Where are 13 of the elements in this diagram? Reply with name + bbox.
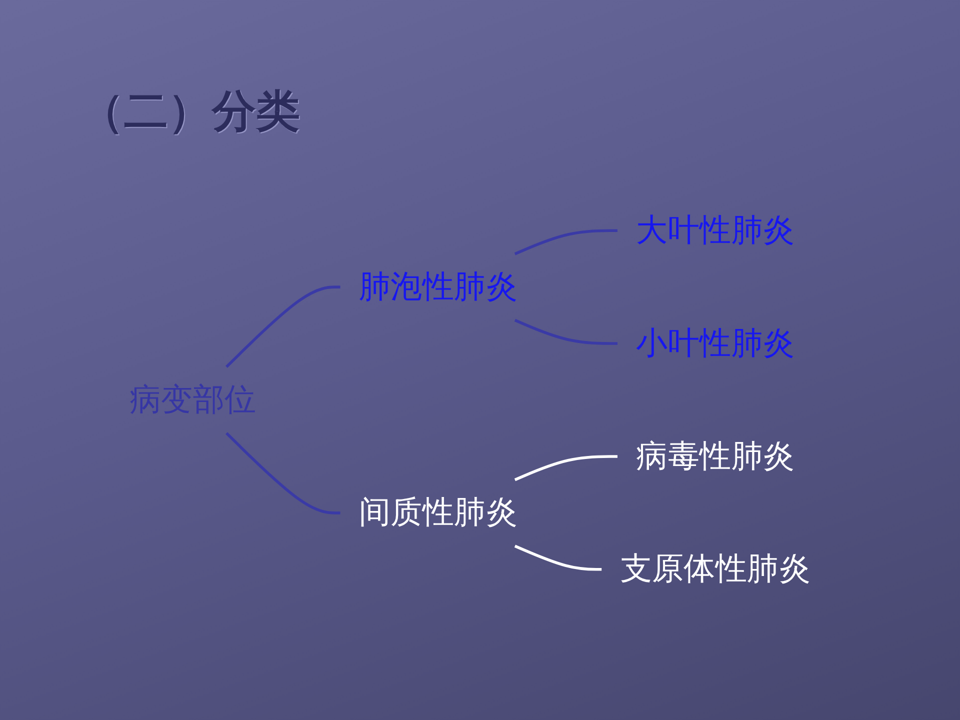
node-text: 支原体性肺炎 — [620, 550, 811, 588]
node-text: 间质性肺炎 — [358, 494, 518, 532]
connector — [514, 229, 618, 256]
title: （二）分类 — [80, 85, 300, 139]
node-text: 大叶性肺炎 — [636, 211, 795, 249]
node-text: 小叶性肺炎 — [636, 324, 795, 362]
node-text: 病毒性肺炎 — [636, 437, 795, 475]
connector — [514, 544, 602, 571]
connector — [514, 455, 618, 482]
connector — [226, 432, 340, 514]
node-text: 肺泡性肺炎 — [358, 268, 518, 306]
connector — [514, 318, 618, 345]
connector — [226, 286, 340, 368]
